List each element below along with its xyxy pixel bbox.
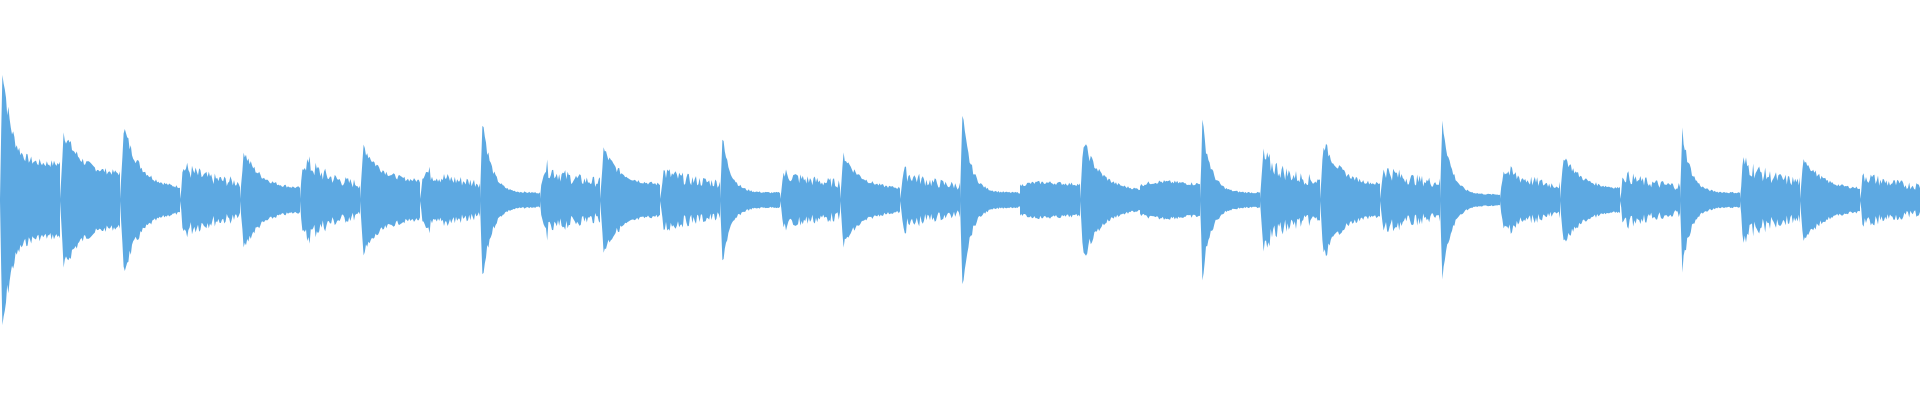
waveform-beats: [0, 74, 1920, 326]
waveform-center-line: [0, 199, 1920, 201]
